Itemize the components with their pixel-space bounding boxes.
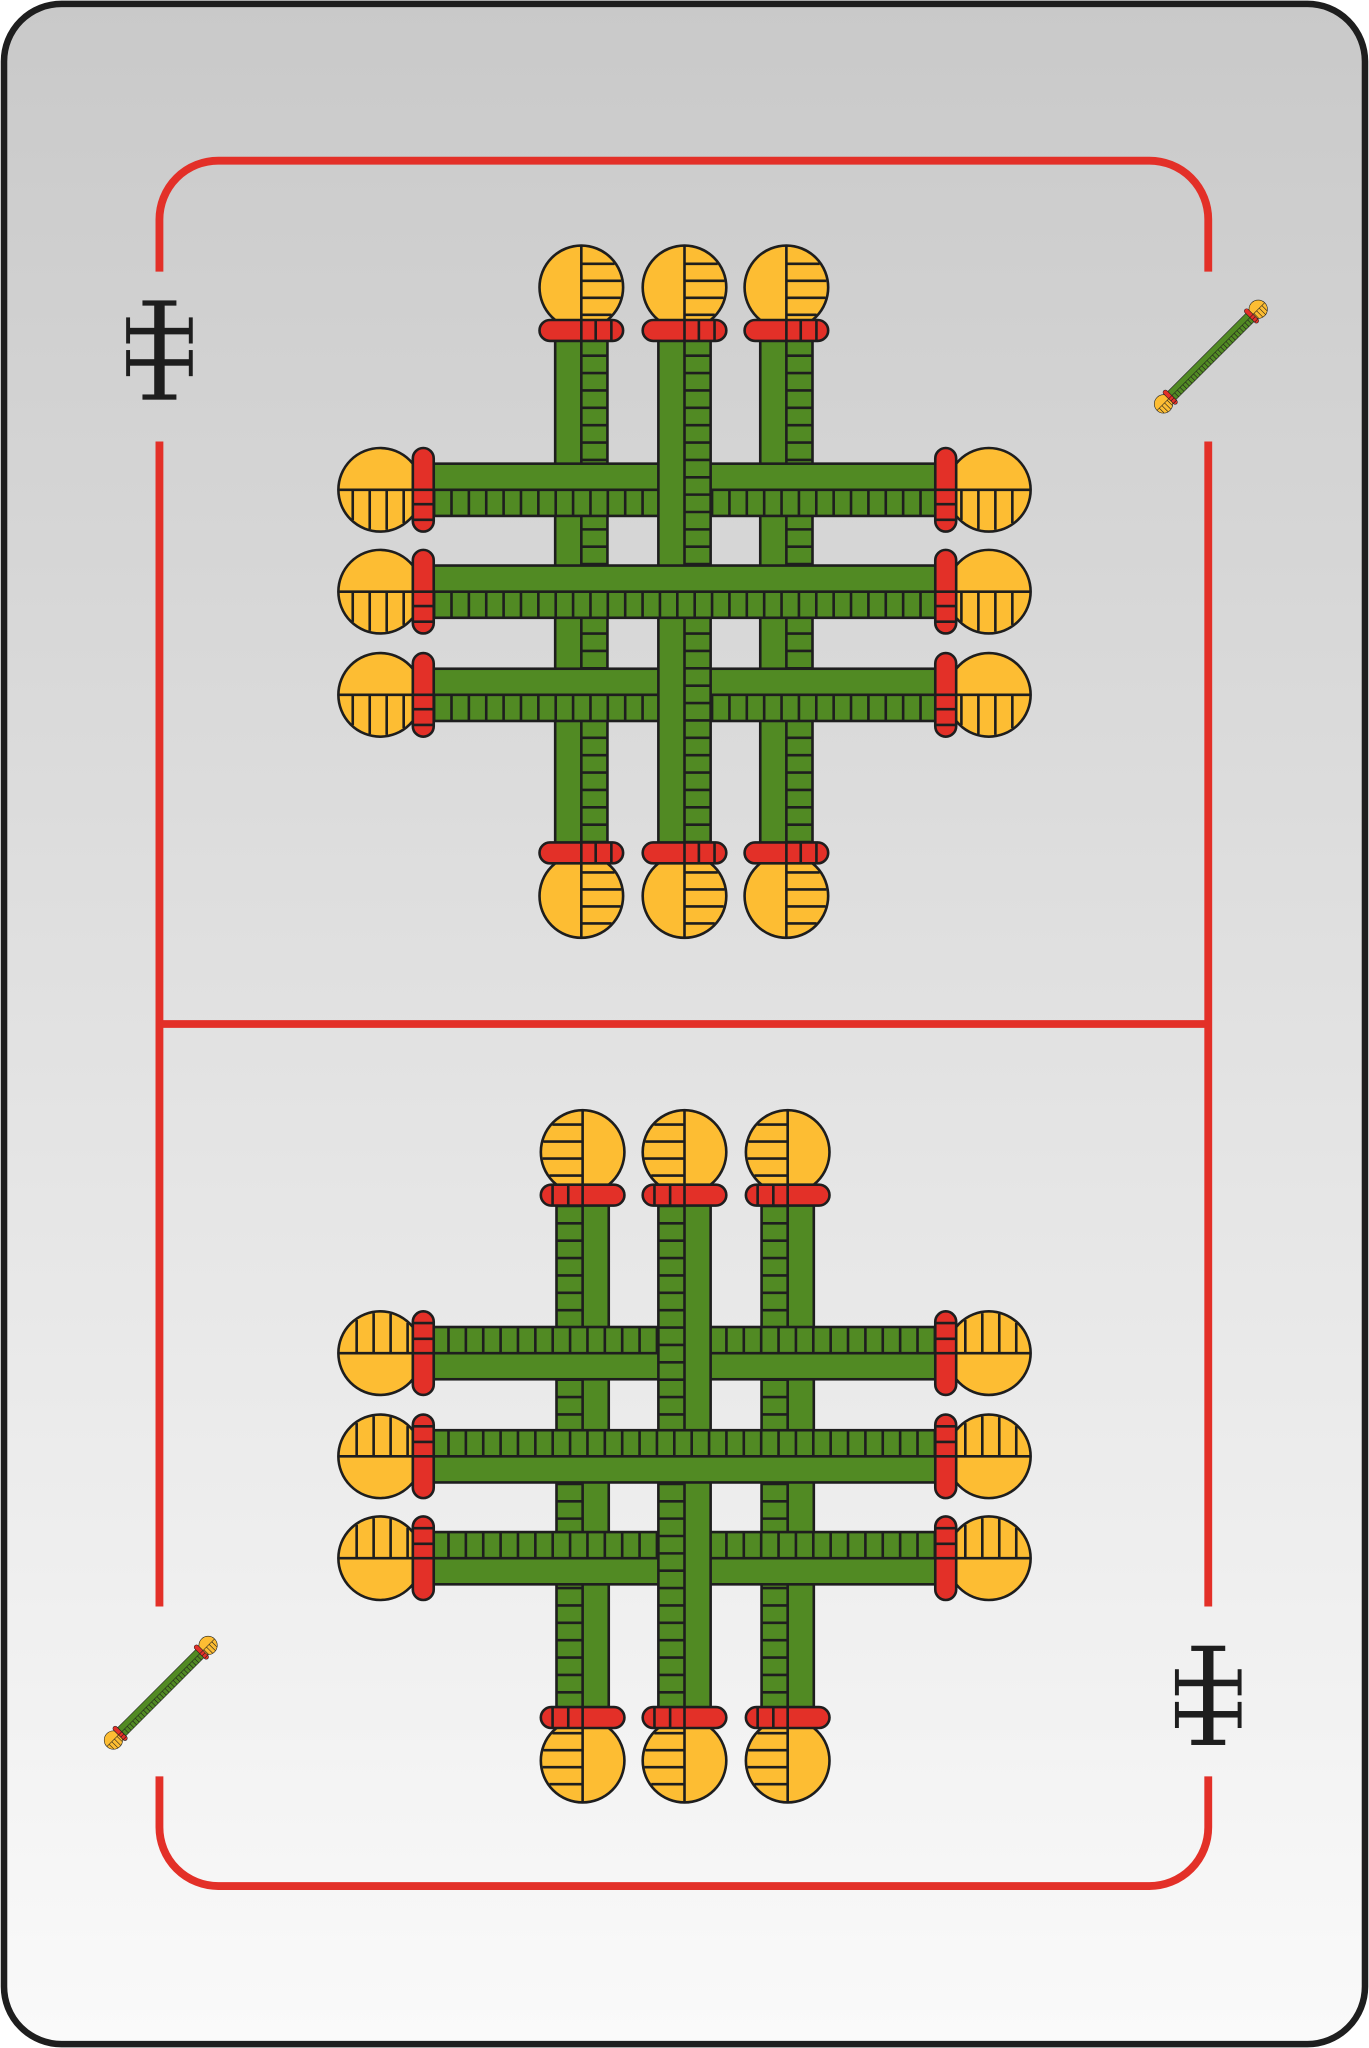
baton	[1154, 299, 1268, 414]
top-baton-group	[337, 244, 1032, 940]
baton-icon	[1154, 299, 1268, 414]
corner-indices	[103, 299, 1268, 1750]
baton	[103, 1635, 218, 1750]
baton	[337, 548, 1032, 635]
cross-of-lorraine-icon	[1174, 1645, 1242, 1745]
baton-icon	[103, 1635, 218, 1750]
baton	[337, 1413, 1032, 1500]
bottom-baton-group	[337, 1108, 1032, 1804]
frame-bottom	[155, 1776, 1213, 1890]
cross-of-lorraine-icon	[126, 300, 193, 400]
frame-top	[155, 156, 1213, 272]
card-frame	[155, 156, 1213, 1890]
